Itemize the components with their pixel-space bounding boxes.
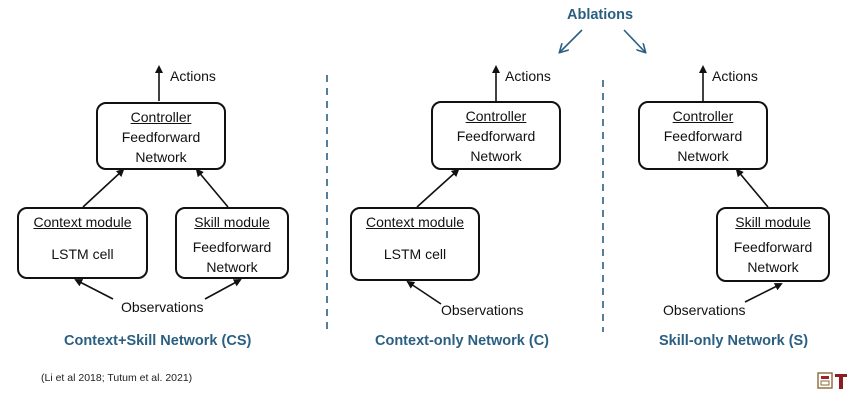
- p1-context-to-controller: [82, 168, 125, 208]
- controller-box: Controller Feedforward Network: [431, 101, 561, 170]
- controller-title: Controller: [465, 108, 527, 124]
- skill-module-box: Skill module Feedforward Network: [175, 207, 289, 279]
- panel-caption: Context+Skill Network (CS): [64, 333, 252, 349]
- context-module-title: Context module: [33, 214, 132, 230]
- observations-label: Observations: [441, 302, 524, 318]
- ablations-arrow-left: [560, 29, 583, 52]
- context-module-body: LSTM cell: [383, 246, 447, 262]
- citation: (Li et al 2018; Tutum et al. 2021): [41, 372, 193, 384]
- p3-skill-to-controller: [735, 168, 769, 208]
- university-logo: [817, 370, 853, 391]
- skill-module-title: Skill module: [735, 214, 811, 230]
- controller-body-line1: Feedforward: [121, 129, 201, 145]
- p3-obs-to-skill: [744, 283, 783, 303]
- p1-skill-to-controller: [195, 168, 229, 208]
- panel-caption: Context-only Network (C): [375, 333, 549, 349]
- controller-body-line1: Feedforward: [456, 128, 536, 144]
- skill-module-body-line1: Feedforward: [733, 239, 813, 255]
- skill-module-title: Skill module: [194, 214, 270, 230]
- controller-body-line2: Network: [470, 148, 522, 164]
- ablations-label: Ablations: [567, 7, 634, 23]
- actions-label: Actions: [712, 68, 758, 84]
- observations-label: Observations: [121, 299, 204, 315]
- skill-module-body-line1: Feedforward: [192, 239, 272, 255]
- skill-module-body-line2: Network: [206, 259, 258, 275]
- controller-body-line1: Feedforward: [663, 128, 743, 144]
- actions-label: Actions: [170, 68, 216, 84]
- p1-obs-to-context: [74, 279, 114, 300]
- skill-module-box: Skill module Feedforward Network: [716, 207, 830, 282]
- context-module-title: Context module: [365, 214, 465, 230]
- p1-obs-to-skill: [204, 279, 242, 300]
- observations-label: Observations: [663, 302, 746, 318]
- context-module-box: Context module LSTM cell: [17, 207, 148, 279]
- panel-caption: Skill-only Network (S): [659, 333, 809, 349]
- controller-body-line2: Network: [677, 148, 729, 164]
- context-module-body: LSTM cell: [51, 246, 114, 262]
- actions-label: Actions: [505, 68, 551, 84]
- controller-box: Controller Feedforward Network: [638, 101, 768, 170]
- skill-module-body-line2: Network: [747, 259, 799, 275]
- context-module-box: Context module LSTM cell: [350, 207, 480, 281]
- p2-context-to-controller: [416, 168, 460, 208]
- p2-obs-to-context: [406, 280, 442, 305]
- controller-title: Controller: [672, 108, 734, 124]
- ablations-arrow-right: [623, 29, 645, 52]
- controller-title: Controller: [130, 109, 192, 125]
- controller-box: Controller Feedforward Network: [96, 102, 226, 170]
- controller-body-line2: Network: [135, 149, 187, 165]
